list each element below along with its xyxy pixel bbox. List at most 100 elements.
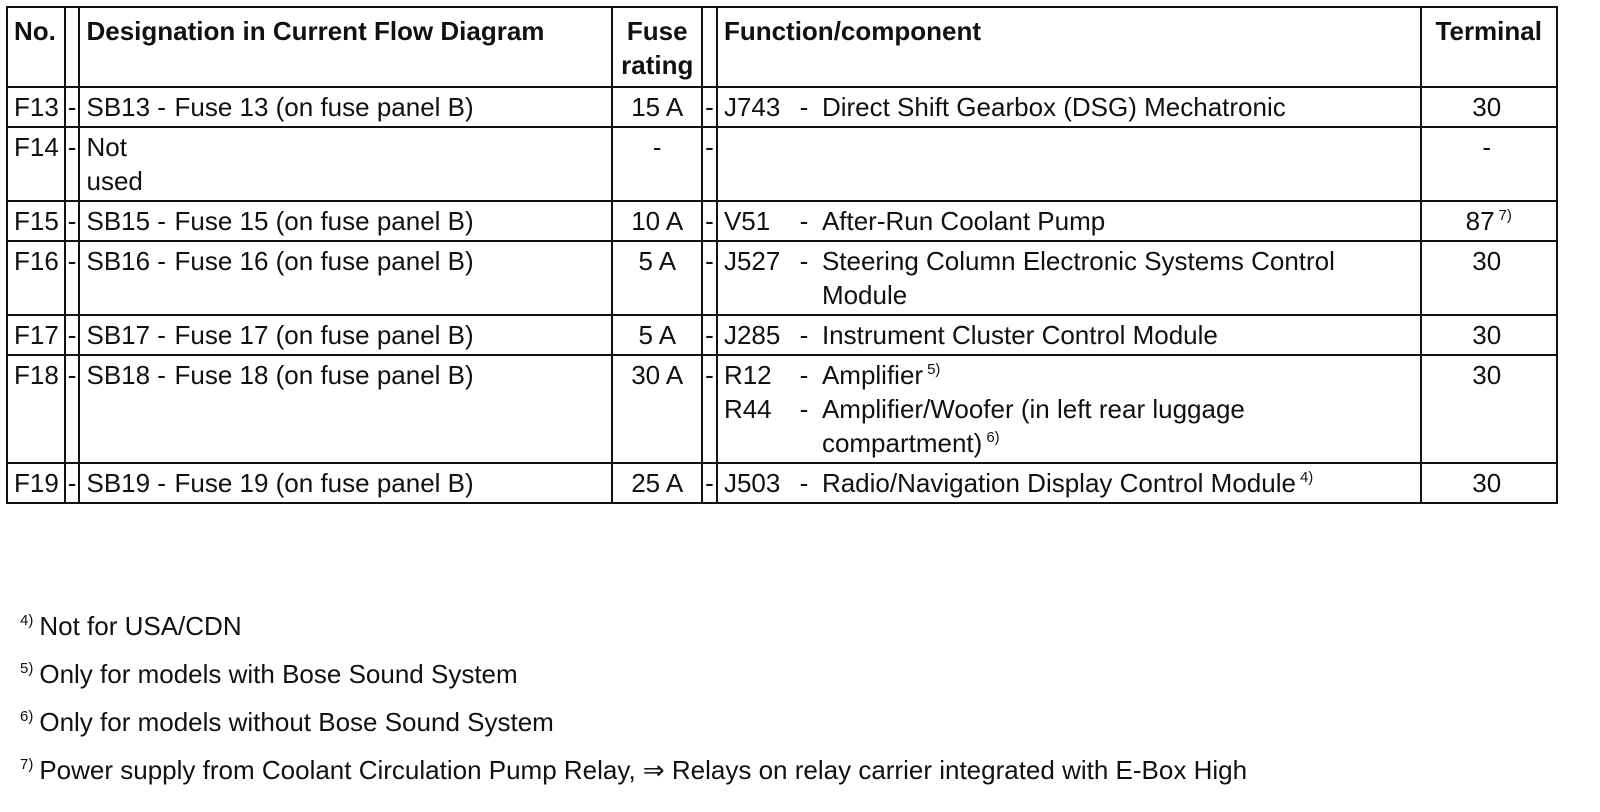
component-label: Steering Column Electronic Systems Contr… [821,246,1335,310]
designation-code: Not used [86,132,143,196]
function-line: J503 - Radio/Navigation Display Control … [724,466,1414,500]
fuse-rating: 5 A [611,314,704,356]
designation-code: SB13 - [86,92,166,122]
component-dash: - [799,468,809,498]
footnote: 5)Only for models with Bose Sound System [20,658,1247,690]
component-label: After-Run Coolant Pump [821,206,1106,236]
component-dash-2: - [799,394,809,424]
header-designation: Designation in Current Flow Diagram [78,6,614,88]
component-code: J285 [723,320,781,350]
table-header-row: No. Designation in Current Flow Diagram … [6,6,1558,88]
fuse-number: F17 [6,314,66,356]
function-cell [715,126,1422,202]
designation-text: Fuse 19 (on fuse panel B) [174,468,474,498]
row-separator: - [63,126,81,202]
designation-cell: Not used [78,126,614,202]
footnote: 4)Not for USA/CDN [20,610,1247,642]
designation-text: Fuse 15 (on fuse panel B) [174,206,474,236]
component-text [822,130,1414,164]
designation-text: Fuse 16 (on fuse panel B) [174,246,474,276]
function-line [724,130,1414,164]
designation-code: SB19 - [86,468,166,498]
header-terminal: Terminal [1419,6,1558,88]
terminal-value: 30 [1472,246,1502,276]
table-row: F18 - SB18 -Fuse 18 (on fuse panel B) 30… [6,354,1558,464]
function-cell: V51 - After-Run Coolant Pump [715,200,1422,242]
terminal-cell: 30 [1419,354,1558,464]
footnote-ref: 5) [927,361,941,379]
row-separator: - [63,86,81,128]
component-dash: - [799,320,809,350]
function-line: J285 - Instrument Cluster Control Module [724,318,1414,352]
footnote-text: Only for models with Bose Sound System [39,659,518,689]
terminal-cell: 30 [1419,462,1558,504]
component-text: Direct Shift Gearbox (DSG) Mechatronic [822,90,1414,124]
designation-code: SB16 - [86,246,166,276]
component-dash: - [799,246,809,276]
designation-code: SB18 - [86,360,166,390]
terminal-cell: - [1419,126,1558,202]
component-text: Steering Column Electronic Systems Contr… [822,244,1414,312]
designation-cell: SB13 - Fuse 13 (on fuse panel B) [78,86,614,128]
footnote: 6) Only for models without Bose Sound Sys… [20,706,1247,738]
component-code: V51 [723,206,771,236]
fuse-table: No. Designation in Current Flow Diagram … [6,6,1558,504]
designation-text: Fuse 13 (on fuse panel B) [174,92,474,122]
designation-cell: SB18 -Fuse 18 (on fuse panel B) [78,354,614,464]
row-separator: - [701,126,718,202]
function-cell: J503 - Radio/Navigation Display Control … [715,462,1422,504]
component-dash: - [799,92,809,122]
component-label: Radio/Navigation Display Control Module [821,468,1296,498]
component-dash: - [799,206,809,236]
header-fuse-rating: Fuse rating [611,6,704,88]
row-separator: - [63,314,81,356]
footnote: 7)Power supply from Coolant Circulation … [20,754,1247,786]
component-code: J503 [723,468,781,498]
fuse-number: F16 [6,240,66,316]
table-row: F14 - Not used - - - [6,126,1558,202]
row-separator: - [63,200,81,242]
header-no: No. [6,6,66,88]
terminal-value: 30 [1472,360,1502,390]
fuse-rating: 10 A [611,200,704,242]
function-line-2: R44 - Amplifier/Woofer (in left rear lug… [724,392,1414,460]
fuse-rating: 5 A [611,240,704,316]
table-row: F19 - SB19 -Fuse 19 (on fuse panel B) 25… [6,462,1558,504]
fuse-number: F14 [6,126,66,202]
fuse-number: F19 [6,462,66,504]
fuse-rating: 30 A [611,354,704,464]
function-line: V51 - After-Run Coolant Pump [724,204,1414,238]
designation-cell: SB16 - Fuse 16 (on fuse panel B) [78,240,614,316]
table-row: F17 - SB17 -Fuse 17 (on fuse panel B) 5 … [6,314,1558,356]
table-body: F13 - SB13 - Fuse 13 (on fuse panel B) 15… [6,86,1558,504]
footnote-mark: 6) [20,708,34,726]
component-text: After-Run Coolant Pump [822,204,1414,238]
row-separator: - [63,354,81,464]
designation-code: SB15 - [86,206,166,236]
footnote-text: Power supply from Coolant Circulation Pu… [39,755,1248,785]
terminal-cell: 30 [1419,240,1558,316]
header-separator [63,6,81,88]
footnote-mark: 4) [20,612,34,630]
footnote-text: Only for models without Bose Sound Syste… [39,707,554,737]
terminal-value: 30 [1472,92,1502,122]
fuse-number: F15 [6,200,66,242]
component-code-2: R44 [723,394,772,424]
designation-cell: SB15 - Fuse 15 (on fuse panel B) [78,200,614,242]
row-separator: - [701,200,718,242]
fuse-rating: 15 A [611,86,704,128]
header-function: Function/component [715,6,1422,88]
table-row: F16 - SB16 - Fuse 16 (on fuse panel B) 5 … [6,240,1558,316]
fuse-number: F13 [6,86,66,128]
terminal-footnote-ref: 7) [1498,207,1512,225]
footnote-ref: 4) [1299,469,1314,487]
component-label: Amplifier [821,360,924,390]
row-separator: - [701,354,718,464]
row-separator: - [701,314,718,356]
component-text: Instrument Cluster Control Module [822,318,1414,352]
